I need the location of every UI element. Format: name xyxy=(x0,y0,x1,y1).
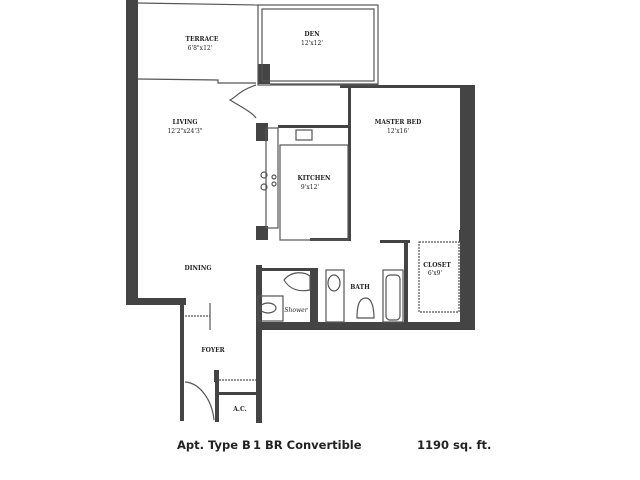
dining-label: DINING xyxy=(185,265,212,272)
apartment-type: Apt. Type B xyxy=(177,438,251,452)
den-label: DEN xyxy=(304,31,320,38)
master-bed-label: MASTER BED xyxy=(375,119,422,126)
apartment-layout: 1 BR Convertible xyxy=(253,438,362,452)
room-labels: TERRACE 6'8"x12' DEN 12'x12' LIVING 12'2… xyxy=(167,31,451,413)
kitchen-size: 9'x12' xyxy=(301,184,319,191)
den-size: 12'x12' xyxy=(301,40,323,47)
closet-size: 6'x9' xyxy=(428,270,443,277)
terrace-size: 6'8"x12' xyxy=(188,45,213,52)
ac-label: A.C. xyxy=(232,406,247,413)
closet-label: CLOSET xyxy=(423,262,451,269)
bath-label: BATH xyxy=(350,284,370,291)
walls xyxy=(126,0,475,423)
terrace-label: TERRACE xyxy=(185,36,218,43)
master-bed-size: 12'x16' xyxy=(387,128,409,135)
apartment-area: 1190 sq. ft. xyxy=(417,438,492,452)
shower-label: Shower xyxy=(284,307,308,314)
living-size: 12'2"x24'3" xyxy=(167,128,202,135)
kitchen-label: KITCHEN xyxy=(298,175,332,182)
living-label: LIVING xyxy=(172,119,197,126)
thin-lines xyxy=(137,2,460,421)
foyer-label: FOYER xyxy=(201,347,225,354)
